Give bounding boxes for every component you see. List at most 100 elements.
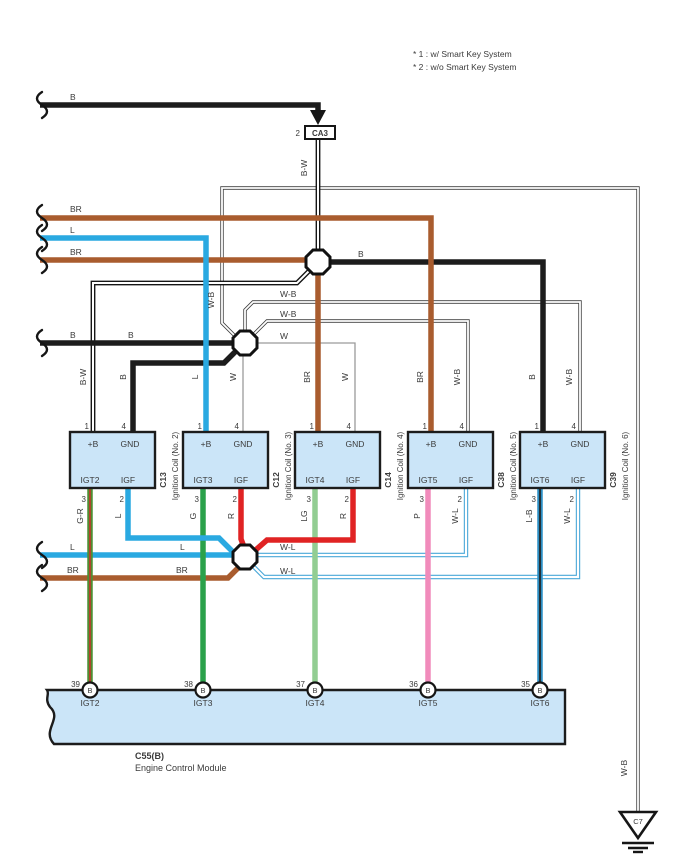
coil-igt-terminal: IGT3 — [194, 475, 213, 485]
coil-igf-terminal: IGF — [234, 475, 248, 485]
wire-bw-coil1-plus — [92, 270, 310, 432]
ecm-pin-circle — [81, 681, 99, 699]
coil-connector-code: C14 — [383, 472, 393, 488]
ignition-coil-box — [293, 430, 382, 490]
coil-igf-terminal: IGF — [459, 475, 473, 485]
legend-line-2: * 2 : w/o Smart Key System — [413, 62, 516, 72]
wire-label: BR — [67, 565, 79, 575]
ecm-pin-circle — [306, 681, 324, 699]
coil-pin-number: 1 — [423, 422, 428, 431]
wire-label: L — [70, 542, 75, 552]
wire-label: R — [338, 513, 348, 519]
wire-br-coil4-plus — [40, 215, 434, 432]
wire-break-icon — [35, 540, 49, 570]
connector-ca3-pin: 2 — [296, 129, 301, 138]
ecm-pin-name: IGT2 — [81, 698, 100, 708]
wire-wb-coil4-gnd — [250, 320, 469, 432]
ground-triangle-icon — [617, 810, 659, 841]
coil-pin-number: 1 — [198, 422, 203, 431]
ecm-pin-number: 37 — [296, 680, 305, 689]
connector-ca3-box — [304, 125, 336, 140]
ecm-pin-name: IGT5 — [419, 698, 438, 708]
wire-r-coil3-igf — [249, 488, 356, 557]
coil-pin-number: 4 — [347, 422, 352, 431]
wire-label: P — [412, 513, 422, 519]
wire-label: W-L — [280, 542, 296, 552]
wire-label: B — [128, 330, 134, 340]
wire-wl-coil5-igf — [250, 488, 580, 579]
wire-label: BR — [70, 247, 82, 257]
wire-label: BR — [415, 371, 425, 383]
wire-label: W-B — [619, 759, 629, 776]
coil-igf-terminal: IGF — [346, 475, 360, 485]
wire-label: L — [70, 225, 75, 235]
coil-plusb-terminal: +B — [426, 439, 437, 449]
coil-gnd-terminal: GND — [571, 439, 590, 449]
legend-line-1: * 1 : w/ Smart Key System — [413, 49, 512, 59]
wire-label: W-L — [450, 508, 460, 524]
coil-pin-number: 2 — [570, 495, 575, 504]
coil-igt-terminal: IGT2 — [81, 475, 100, 485]
ecm-pin-number: 36 — [409, 680, 418, 689]
wire-label: BR — [70, 204, 82, 214]
wire-label: G-R — [75, 508, 85, 524]
ecm-pin-number: 38 — [184, 680, 193, 689]
wire-label: W-B — [280, 289, 297, 299]
wire-label: W-B — [452, 368, 462, 385]
coil-gnd-terminal: GND — [346, 439, 365, 449]
wire-break-icon — [35, 328, 49, 358]
coil-igf-terminal: IGF — [571, 475, 585, 485]
wire-label: W-L — [280, 566, 296, 576]
coil-gnd-terminal: GND — [234, 439, 253, 449]
coil-igf-terminal: IGF — [121, 475, 135, 485]
coil-connector-name: Ignition Coil (No. 6) — [621, 431, 630, 500]
coil-pin-number: 4 — [572, 422, 577, 431]
wire-r-coil2-igf — [238, 488, 247, 548]
ecm-pin-circle — [419, 681, 437, 699]
coil-plusb-terminal: +B — [88, 439, 99, 449]
wire-label: W-B — [206, 291, 216, 308]
wire-break-icon — [35, 563, 49, 593]
coil-pin-number: 2 — [345, 495, 350, 504]
ecm-box — [44, 688, 567, 746]
wire-label: G — [188, 513, 198, 520]
coil-pin-number: 3 — [420, 495, 425, 504]
wire-label: L — [113, 513, 123, 518]
ecm-pin-circle — [531, 681, 549, 699]
ecm-connector-code: C55(B) — [135, 751, 164, 761]
coil-connector-code: C38 — [496, 472, 506, 488]
ignition-coil-box — [68, 430, 157, 490]
ignition-coil-box — [406, 430, 495, 490]
coil-plusb-terminal: +B — [201, 439, 212, 449]
coil-pin-number: 3 — [82, 495, 87, 504]
splice-junction — [231, 543, 259, 571]
wire-b-top-feed — [40, 102, 321, 113]
coil-pin-number: 2 — [233, 495, 238, 504]
wire-break-icon — [35, 223, 49, 253]
wire-label: W-B — [564, 368, 574, 385]
splice-junction — [304, 248, 332, 276]
coil-igt-terminal: IGT4 — [306, 475, 325, 485]
ignition-coil-box — [518, 430, 607, 490]
ecm-pin-name: IGT6 — [531, 698, 550, 708]
wire-label: B-W — [299, 160, 309, 177]
wire-br-lower — [40, 563, 243, 581]
ground-code: C7 — [633, 817, 643, 826]
coil-gnd-terminal: GND — [121, 439, 140, 449]
wire-wl-coil5-igf — [249, 488, 581, 580]
wire-wl-coil4-igf — [257, 488, 468, 557]
coil-connector-code: C12 — [271, 472, 281, 488]
wire-label: B-W — [78, 369, 88, 386]
wire-wb-coil5-gnd — [244, 301, 581, 432]
wire-label: R — [226, 513, 236, 519]
ecm-pin-letter: B — [425, 686, 430, 695]
wire-b-coil1-gnd — [130, 348, 239, 432]
coil-pin-number: 4 — [122, 422, 127, 431]
wire-label: W — [280, 331, 288, 341]
coil-plusb-terminal: +B — [313, 439, 324, 449]
coil-connector-code: C13 — [158, 472, 168, 488]
wire-break-icon — [35, 245, 49, 275]
coil-igt-terminal: IGT6 — [531, 475, 550, 485]
wire-bw-coil1-plus — [90, 269, 311, 432]
